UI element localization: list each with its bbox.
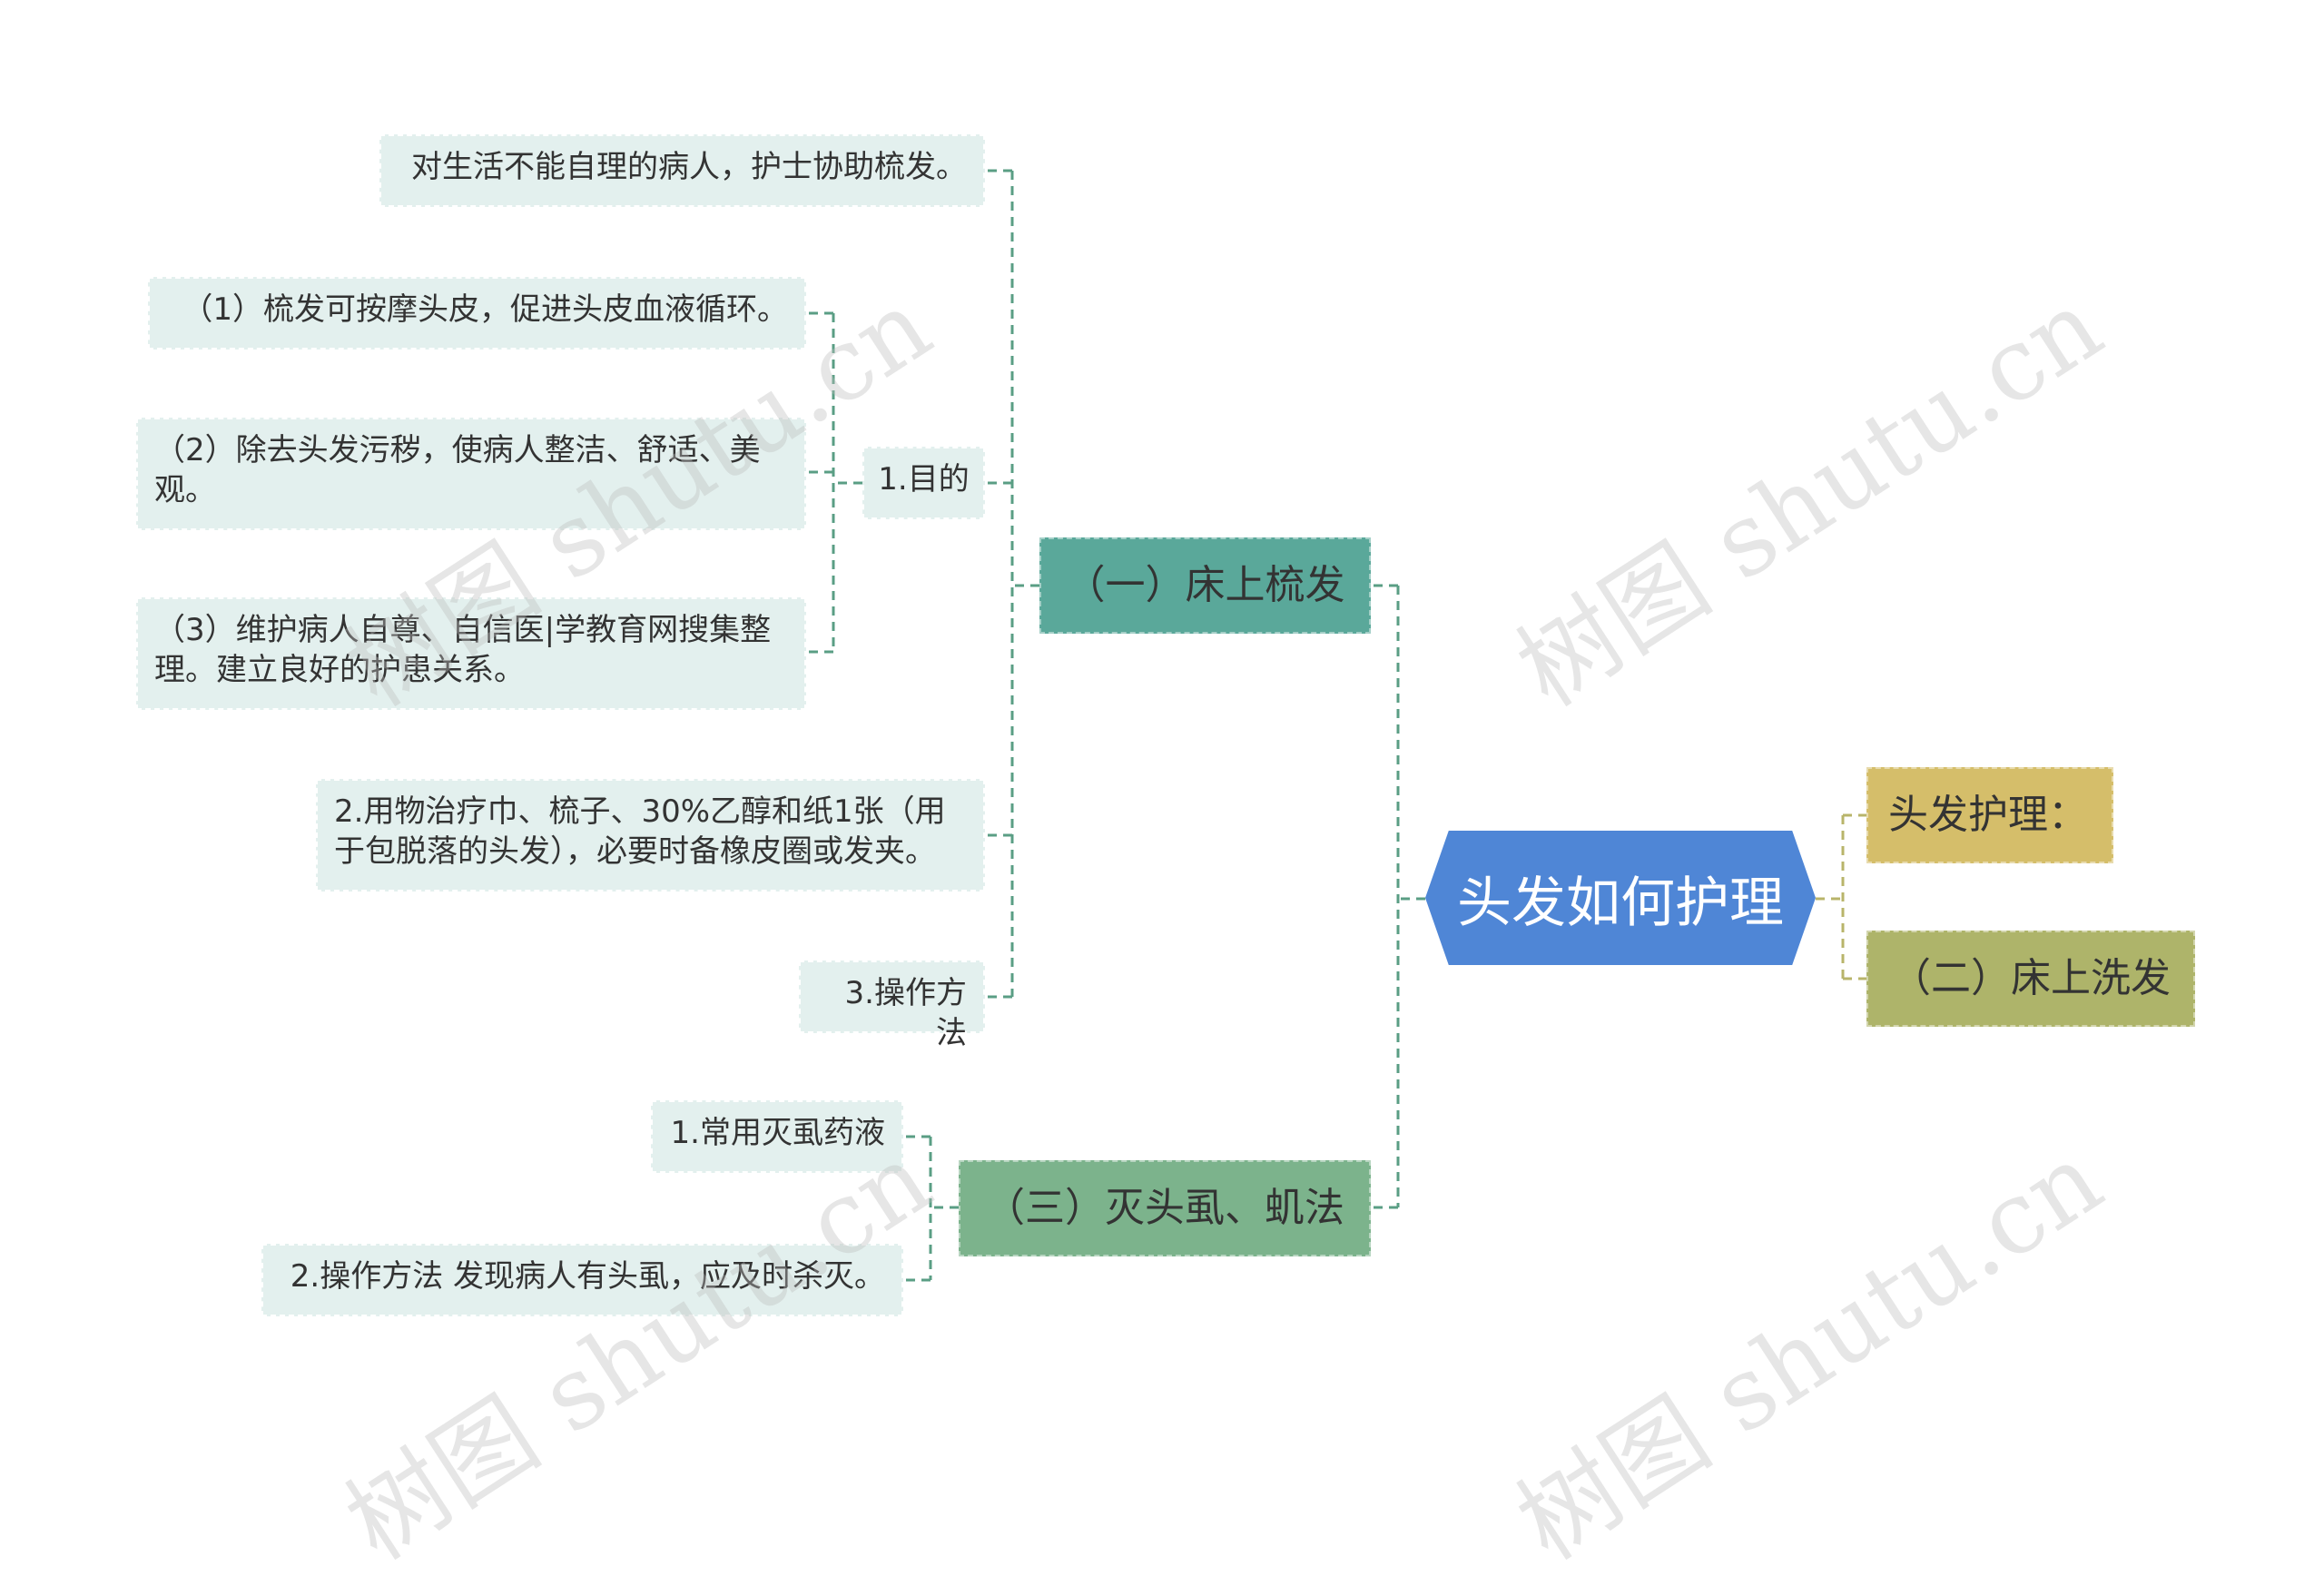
topic-bed-hair-comb-label: （一）床上梳发 bbox=[1065, 562, 1345, 608]
connector-section3 bbox=[903, 1135, 959, 1282]
topic-bed-hair-wash[interactable]: （二）床上洗发 bbox=[1866, 931, 2195, 1027]
leaf-lice-medicine[interactable]: 1.常用灭虱药液 bbox=[651, 1100, 903, 1173]
connector-lines bbox=[806, 169, 1866, 1282]
connector-center-right bbox=[1816, 813, 1866, 980]
leaf-purpose-item-3[interactable]: （3）维护病人自尊、自信医|学教育网搜集整理。建立良好的护患关系。 bbox=[136, 597, 806, 710]
leaf-supplies-text: 2.用物治疗巾、梳子、30%乙醇和纸1张（用于包脱落的头发），必要时备橡皮圈或发… bbox=[334, 793, 946, 870]
leaf-method[interactable]: 3.操作方法 bbox=[799, 960, 985, 1051]
leaf-purpose-label: 1.目的 bbox=[878, 461, 970, 497]
leaf-purpose[interactable]: 1.目的 bbox=[862, 447, 985, 519]
leaf-purpose-item-3-text: （3）维护病人自尊、自信医|学教育网搜集整理。建立良好的护患关系。 bbox=[154, 612, 772, 688]
connector-section1 bbox=[985, 169, 1039, 999]
connector-center-left bbox=[1371, 584, 1425, 1209]
mind-map-canvas: 头发如何护理 头发护理： （二）床上洗发 （一）床上梳发 对生活不能自理的病人，… bbox=[136, 134, 2195, 1581]
central-topic[interactable]: 头发如何护理 bbox=[1425, 831, 1816, 965]
leaf-method-label: 3.操作方法 bbox=[844, 975, 967, 1051]
topic-bed-hair-comb[interactable]: （一）床上梳发 bbox=[1039, 537, 1371, 634]
topic-hair-care-title-label: 头发护理： bbox=[1888, 792, 2088, 838]
topic-hair-care-title[interactable]: 头发护理： bbox=[1866, 767, 2113, 863]
central-topic-label: 头发如何护理 bbox=[1457, 871, 1784, 935]
leaf-purpose-item-2[interactable]: （2）除去头发污秽，使病人整洁、舒适、美观。 bbox=[136, 418, 806, 530]
leaf-comb-intro[interactable]: 对生活不能自理的病人，护士协助梳发。 bbox=[379, 134, 985, 207]
leaf-lice-method[interactable]: 2.操作方法 发现病人有头虱，应及时杀灭。 bbox=[261, 1244, 903, 1316]
leaf-lice-medicine-text: 1.常用灭虱药液 bbox=[670, 1115, 885, 1151]
topic-bed-hair-wash-label: （二）床上洗发 bbox=[1891, 955, 2171, 1001]
leaf-comb-intro-text: 对生活不能自理的病人，护士协助梳发。 bbox=[411, 149, 967, 185]
leaf-purpose-item-2-text: （2）除去头发污秽，使病人整洁、舒适、美观。 bbox=[154, 432, 761, 508]
topic-lice-removal[interactable]: （三）灭头虱、虮法 bbox=[959, 1160, 1371, 1256]
connector-purpose bbox=[806, 311, 862, 654]
topic-lice-removal-label: （三）灭头虱、虮法 bbox=[985, 1185, 1344, 1231]
leaf-supplies[interactable]: 2.用物治疗巾、梳子、30%乙醇和纸1张（用于包脱落的头发），必要时备橡皮圈或发… bbox=[316, 779, 985, 892]
leaf-lice-method-text: 2.操作方法 发现病人有头虱，应及时杀灭。 bbox=[290, 1258, 885, 1295]
leaf-purpose-item-1-text: （1）梳发可按摩头皮，促进头皮血液循环。 bbox=[182, 291, 788, 328]
leaf-purpose-item-1[interactable]: （1）梳发可按摩头皮，促进头皮血液循环。 bbox=[148, 277, 806, 350]
